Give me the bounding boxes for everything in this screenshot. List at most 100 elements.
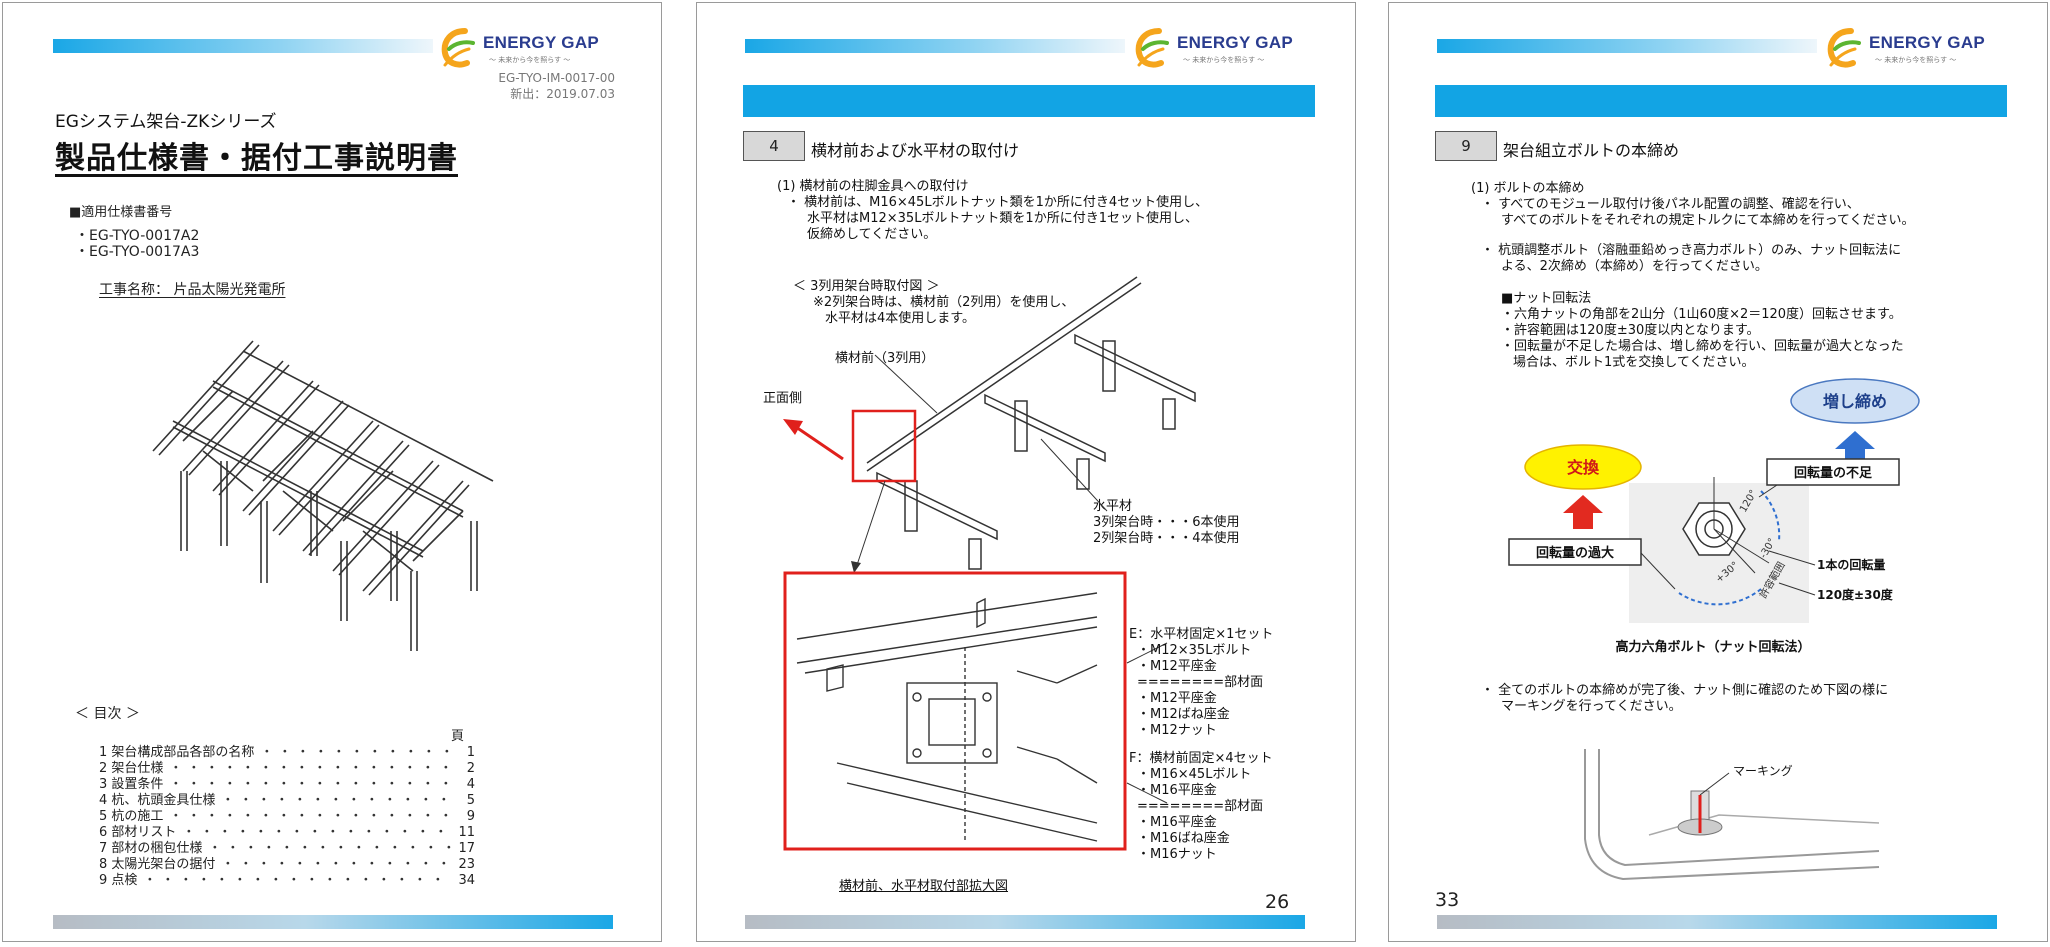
step-text-line: すべてのボルトをそれぞれの規定トルクにて本締めを行ってください。 [1501,213,1915,228]
bolt-set-e-item: ========部材面 [1137,675,1264,690]
bolt-set-f-item: ========部材面 [1137,799,1264,814]
label-3rows: 3列架台時・・・6本使用 [1093,515,1240,530]
toc-page: 17 [458,841,475,856]
document-title: 製品仕様書・据付工事説明書 [55,141,458,176]
energy-gap-logo: ENERGY GAP 〜 未来から今を照らす 〜 [1133,25,1303,69]
nut-method-line: ・許容範囲は120度±30度以内となります。 [1501,323,1760,338]
toc-leader: ・・・・・・・・・・・・・・・・ [208,841,451,856]
nut-method-line: ・六角ナットの角部を2山分（1山60度×2＝120度）回転させます。 [1501,307,1902,322]
step-text-line: 水平材はM12×35Lボルトナット類を1か所に付き1セット使用し、 [807,211,1198,226]
label-2rows: 2列架台時・・・4本使用 [1093,531,1240,546]
bolt-set-f-item: ・M16平座金 [1137,815,1217,830]
toc-leader: ・・・・・・・・・・・・・・・・・・・・ [169,761,451,776]
toc-page: 5 [466,793,475,808]
bolt-set-e-item: ・M12×35Lボルト [1137,643,1252,658]
toc-leader: ・・・・・・・・・・・・・・・ [221,857,451,872]
header-gradient-bar [745,39,1125,53]
project-name: 工事名称： 片品太陽光発電所 [99,282,286,298]
marking-label: マーキング [1733,764,1793,778]
toc-row[interactable]: 1 架台構成部品各部の名称・・・・・・・・・・・・・1 [99,741,475,760]
toc-row[interactable]: 2 架台仕様・・・・・・・・・・・・・・・・・・・・ 2 [99,757,475,776]
toc-row[interactable]: 6 部材リスト・・・・・・・・・・・・・・・・・・11 [99,821,475,840]
step-text-line: ・ 杭頭調整ボルト（溶融亜鉛めっき高力ボルト）のみ、ナット回転法に [1481,243,1902,258]
nut-method-heading: ■ナット回転法 [1501,291,1592,306]
toc-leader: ・・・・・・・・・・・・・・・・ [221,793,451,808]
step-text-line: ・ 横材前は、M16×45Lボルトナット類を1か所に付き4セット使用し、 [787,195,1209,210]
toc-leader: ・・・・・・・・・・・・・・・・・・ [182,825,451,840]
document-page-33: ENERGY GAP 〜 未来から今を照らす 〜 9 架台組立ボルトの本締め (… [1388,2,2048,942]
bolt-set-f-item: ・M16×45Lボルト [1137,767,1252,782]
toc-label: 2 架台仕様 [99,761,164,776]
spec-number-item: ・EG-TYO-0017A2 [75,228,200,244]
spec-number-heading: ■適用仕様書番号 [69,205,173,220]
toc-page: 23 [458,857,475,872]
series-name: EGシステム架台-ZKシリーズ [55,112,277,132]
logo-tagline: 〜 未来から今を照らす 〜 [489,56,571,64]
mounting-diagram [783,276,1196,851]
logo-swoosh-icon [1135,28,1169,68]
diagram-caption: 横材前、水平材取付部拡大図 [839,879,1009,894]
label-suiheizai: 水平材 [1093,499,1133,514]
header-gradient-bar [1437,39,1817,53]
toc-label: 3 設置条件 [99,777,164,792]
label-insufficient-rotation: 回転量の不足 [1794,465,1873,481]
toc-title: ＜ 目次 ＞ [75,706,140,722]
toc-label: 5 杭の施工 [99,809,164,824]
toc-row[interactable]: 8 太陽光架台の据付・・・・・・・・・・・・・・・23 [99,853,475,872]
diagram-caption: 高力六角ボルト（ナット回転法） [1615,639,1810,655]
step-text-line: 仮締めしてください。 [807,227,937,242]
toc-page: 11 [458,825,475,840]
toc-row[interactable]: 5 杭の施工・・・・・・・・・・・・・・・・・・・9 [99,805,475,824]
marking-text-line: マーキングを行ってください。 [1501,699,1682,714]
label-front-side: 正面側 [763,391,803,406]
toc-page-header: 頁 [451,729,465,744]
logo-brand-text: ENERGY GAP [1177,33,1294,52]
bolt-set-f-item: ・M16ナット [1137,847,1217,862]
page-number: 26 [1265,891,1290,913]
section-header-bar [1435,85,2007,117]
logo-swoosh-icon [441,28,475,68]
diagram-title: ＜ 3列用架台時取付図 ＞ [793,279,940,294]
bolt-set-f-item: ・M16ばね座金 [1137,831,1230,846]
toc-page: 2 [466,761,475,776]
step-heading: (1) 横材前の柱脚金具への取付け [777,179,969,194]
nut-rotation-diagram: 増し締め 交換 120° +30° -30° 許容範囲 回転量の不足 回転量の過… [1508,378,1920,655]
document-page-26: ENERGY GAP 〜 未来から今を照らす 〜 4 横材前および水平材の取付け… [696,2,1356,942]
bolt-set-e-item: ・M12平座金 [1137,691,1217,706]
section-title: 横材前および水平材の取付け [811,141,1020,160]
spec-number-item: ・EG-TYO-0017A3 [75,244,200,260]
section-title: 架台組立ボルトの本締め [1503,141,1680,160]
doc-number: EG-TYO-IM-0017-00 [498,71,615,85]
energy-gap-logo: ENERGY GAP 〜 未来から今を照らす 〜 [439,25,609,69]
badge-replace: 交換 [1567,458,1600,477]
toc-page: 4 [466,777,475,792]
toc-page: 34 [458,873,475,888]
table-of-contents: 1 架台構成部品各部の名称・・・・・・・・・・・・・1 2 架台仕様・・・・・・… [99,741,475,888]
bolt-set-f-item: ・M16平座金 [1137,783,1217,798]
toc-row[interactable]: 3 設置条件・・・・・・・・・・・・・・・・・・・・ 4 [99,773,475,792]
diagram-note: 水平材は4本使用します。 [825,311,975,326]
logo-brand-text: ENERGY GAP [1869,33,1986,52]
bolt-set-e-item: ・M12平座金 [1137,659,1217,674]
page-number: 33 [1435,889,1460,911]
step-text-line: ・ すべてのモジュール取付け後パネル配置の調整、確認を行い、 [1481,197,1860,212]
section-number-box: 4 [743,131,805,161]
footer-gradient-bar [53,915,613,929]
label-one-rotation: 1本の回転量 [1817,557,1885,572]
logo-brand-text: ENERGY GAP [483,33,600,52]
toc-row[interactable]: 7 部材の梱包仕様・・・・・・・・・・・・・・・・ 17 [99,837,475,856]
step-heading: (1) ボルトの本締め [1471,181,1585,196]
logo-tagline: 〜 未来から今を照らす 〜 [1183,56,1265,64]
marking-text-line: ・ 全てのボルトの本締めが完了後、ナット側に確認のため下図の様に [1481,683,1889,698]
label-range: 120度±30度 [1817,587,1894,602]
toc-leader: ・・・・・・・・・・・・・・・・・・・・ [169,777,451,792]
toc-label: 7 部材の梱包仕様 [99,841,203,856]
toc-row[interactable]: 9 点検・・・・・・・・・・・・・・・・・・・・・・34 [99,869,475,888]
toc-leader: ・・・・・・・・・・・・・・・・・・・・・・ [143,873,451,888]
marking-illustration: マーキング [1584,749,1880,881]
header-gradient-bar [53,39,433,53]
section-header-bar [743,85,1315,117]
toc-page: 1 [466,745,475,760]
nut-method-line: 場合は、ボルト1式を交換してください。 [1513,355,1755,370]
toc-row[interactable]: 4 杭、杭頭金具仕様・・・・・・・・・・・・・・・・5 [99,789,475,808]
